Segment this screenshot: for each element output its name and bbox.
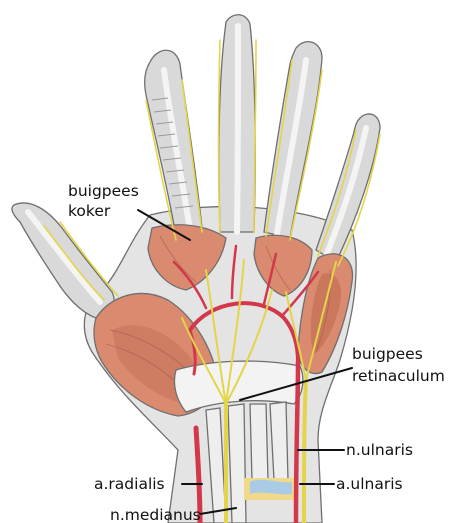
- label-flexor-sheath-line1: buigpees: [68, 182, 139, 200]
- label-ulnar-artery: a.ulnaris: [336, 475, 403, 493]
- label-ulnar-nerve: n.ulnaris: [346, 441, 413, 459]
- label-flexor-retinaculum-line2: retinaculum: [352, 367, 445, 385]
- label-flexor-sheath-line2: koker: [68, 202, 111, 220]
- label-median-nerve: n.medianus: [110, 506, 201, 523]
- label-flexor-retinaculum-line1: buigpees: [352, 345, 423, 363]
- label-radial-artery: a.radialis: [94, 475, 165, 493]
